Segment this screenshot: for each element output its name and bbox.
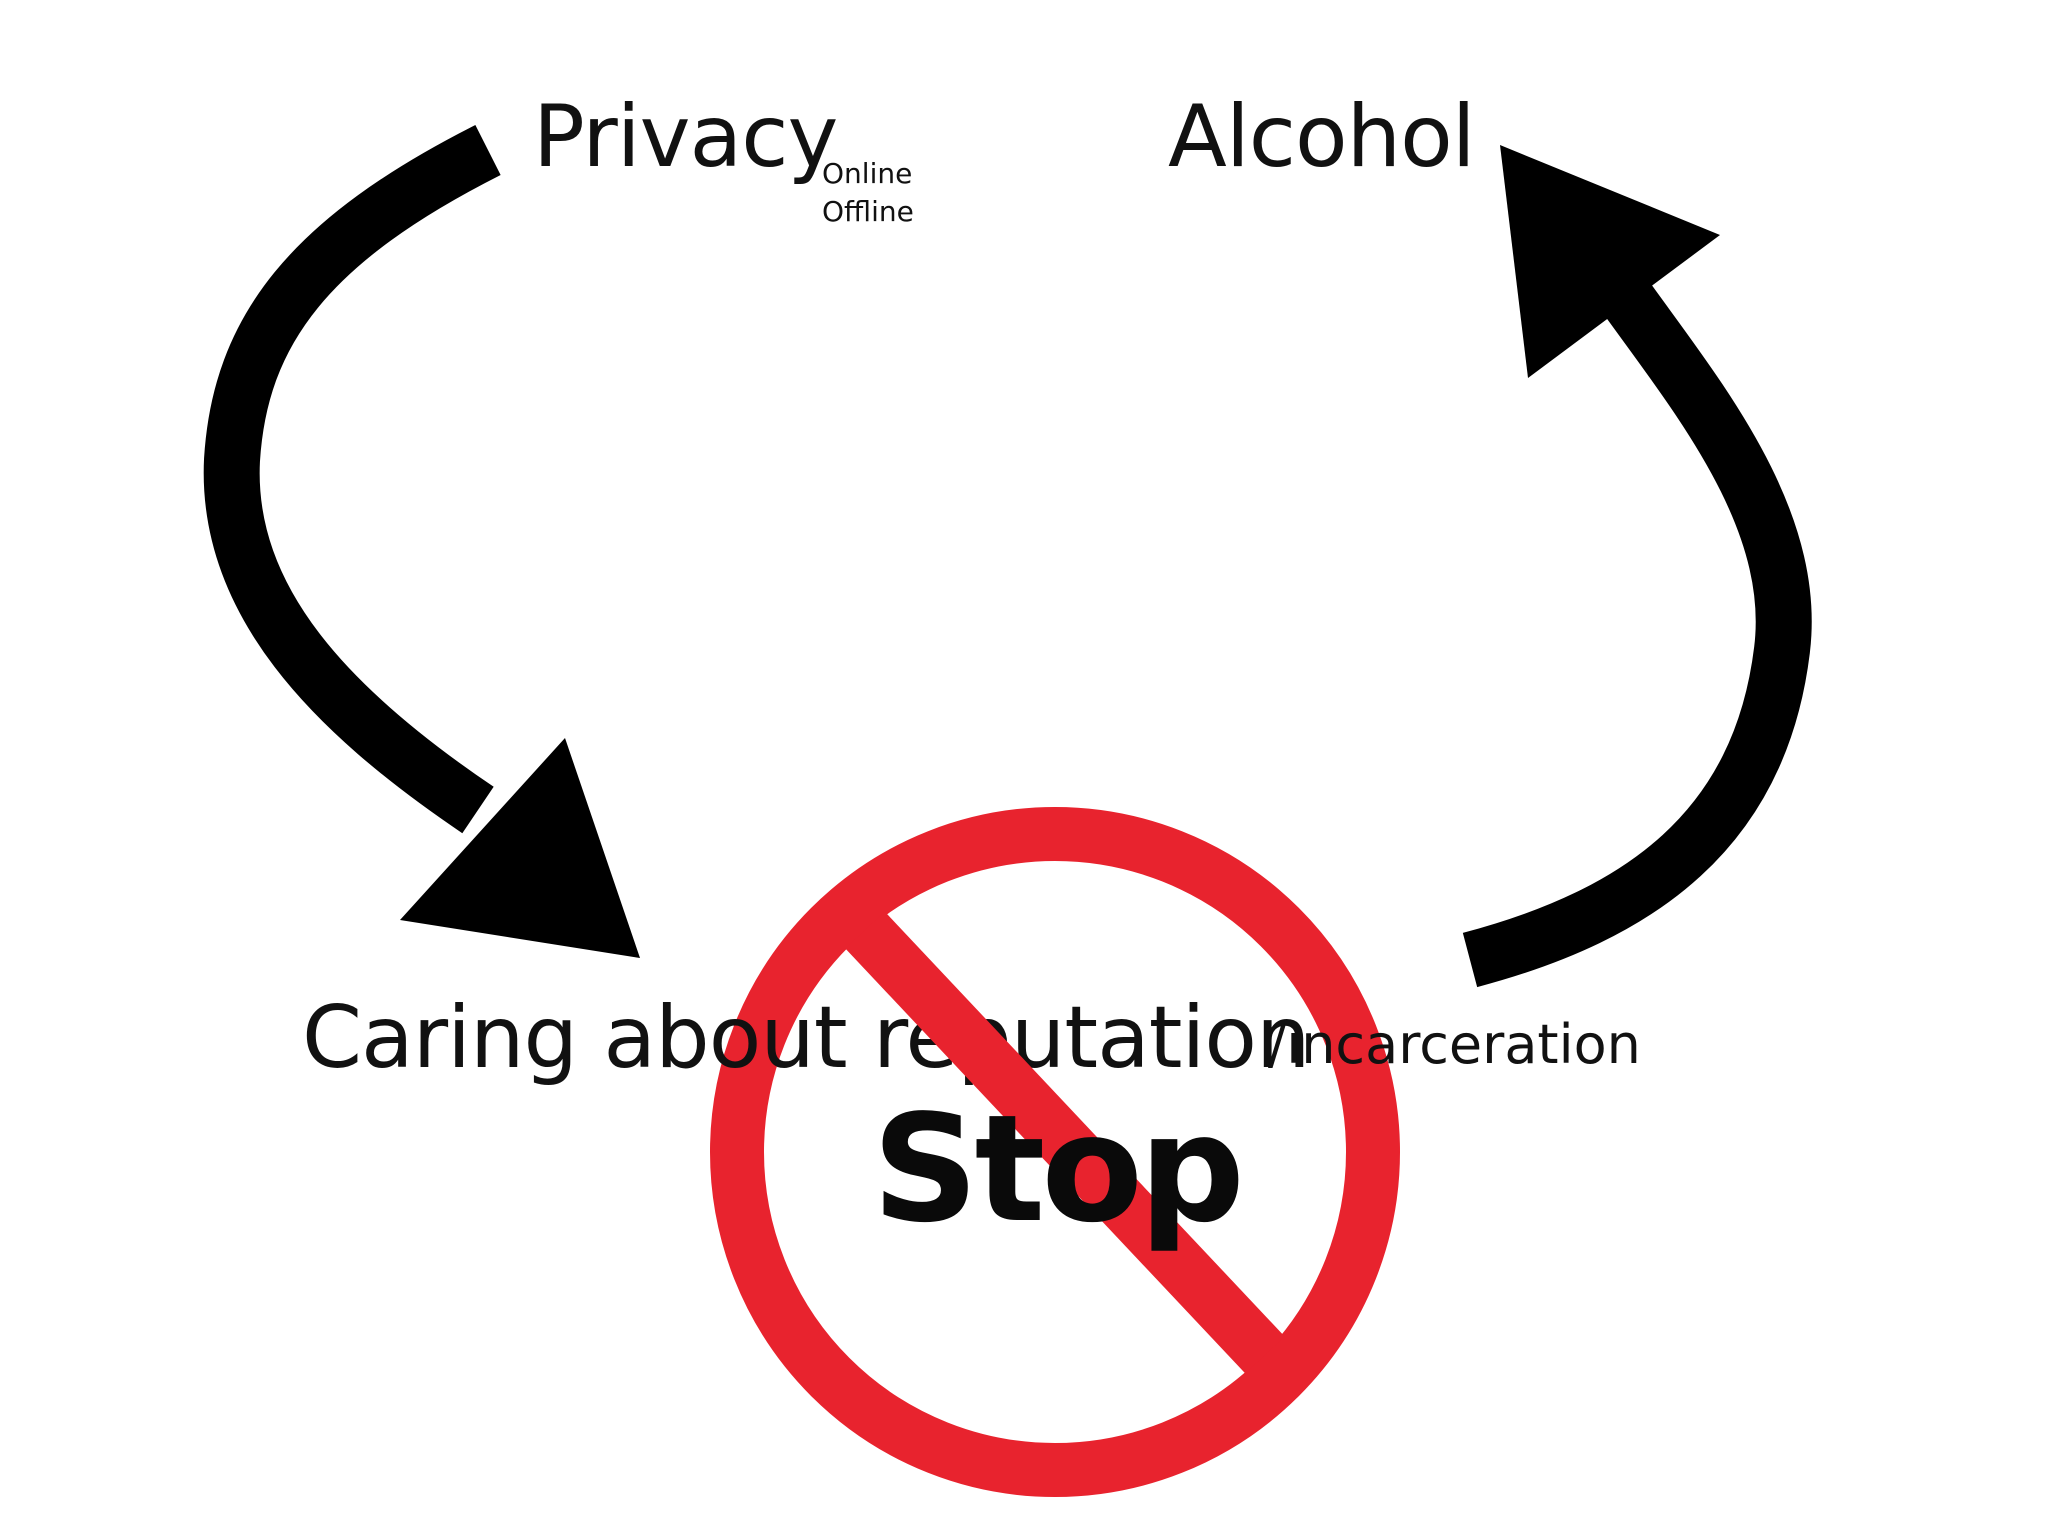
arrow-head bbox=[1500, 145, 1720, 378]
arrow-shaft bbox=[203, 125, 501, 834]
reputation-label: Caring about reputation bbox=[302, 988, 1311, 1088]
arrow-privacy-to-reputation bbox=[203, 125, 640, 958]
stop-ring bbox=[710, 807, 1400, 1497]
privacy-sub-online: Online bbox=[822, 157, 913, 190]
alcohol-label: Alcohol bbox=[1168, 87, 1476, 187]
arrow-shaft bbox=[1462, 283, 1812, 988]
privacy-sub-offline: Offline bbox=[822, 195, 914, 228]
stop-sign bbox=[710, 807, 1400, 1497]
arrow-head bbox=[400, 738, 640, 958]
privacy-label: Privacy bbox=[533, 87, 838, 187]
reputation-suffix: /incarceration bbox=[1268, 1013, 1641, 1076]
stop-label: Stop bbox=[872, 1083, 1245, 1255]
arrow-reputation-to-alcohol bbox=[1462, 145, 1812, 988]
stop-slash bbox=[845, 911, 1285, 1374]
